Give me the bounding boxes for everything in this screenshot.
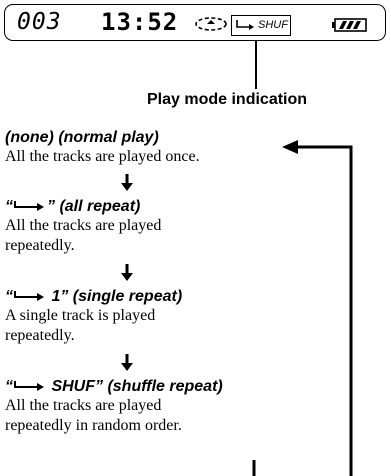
callout-label: Play mode indication xyxy=(147,91,308,108)
callout-line xyxy=(255,41,257,89)
step-title: (all repeat) xyxy=(55,198,141,215)
mode-text: SHUF xyxy=(258,19,288,31)
repeat-arrow-icon xyxy=(236,20,254,30)
down-arrow-icon xyxy=(121,264,133,281)
down-arrow-icon xyxy=(121,174,133,191)
play-mode-indicator: SHUF xyxy=(231,15,291,36)
step-symbol-suffix: SHUF xyxy=(47,378,95,395)
battery-icon xyxy=(332,18,367,32)
step-shuffle-repeat: “ SHUF” (shuffle repeat) All the tracks … xyxy=(5,378,223,434)
disc-spin-icon xyxy=(195,17,227,31)
step-desc: All the tracks are played xyxy=(5,217,162,234)
down-arrow-icon xyxy=(121,354,133,371)
repeat-arrow-icon xyxy=(14,381,44,391)
step-title: (single repeat) xyxy=(68,288,183,305)
repeat-arrow-icon xyxy=(14,201,44,211)
step-symbol-suffix: 1 xyxy=(47,288,61,305)
step-title: (none) (normal play) xyxy=(5,129,159,146)
step-normal-play: (none) (normal play) All the tracks are … xyxy=(5,128,200,167)
lcd-display: 003 13:52 SHUF xyxy=(4,4,386,41)
step-single-repeat: “ 1” (single repeat) A single track is p… xyxy=(5,288,183,344)
step-desc: All the tracks are played once. xyxy=(5,148,200,165)
time-display: 13:52 xyxy=(101,8,179,36)
step-desc: repeatedly in random order. xyxy=(5,417,182,434)
step-all-repeat: “” (all repeat) All the tracks are playe… xyxy=(5,198,162,254)
step-desc: repeatedly. xyxy=(5,237,75,254)
step-desc: repeatedly. xyxy=(5,327,75,344)
track-number: 003 xyxy=(17,9,62,35)
step-desc: A single track is played xyxy=(5,307,156,324)
step-desc: All the tracks are played xyxy=(5,397,162,414)
step-title: (shuffle repeat) xyxy=(103,378,223,395)
repeat-arrow-icon xyxy=(14,291,44,301)
